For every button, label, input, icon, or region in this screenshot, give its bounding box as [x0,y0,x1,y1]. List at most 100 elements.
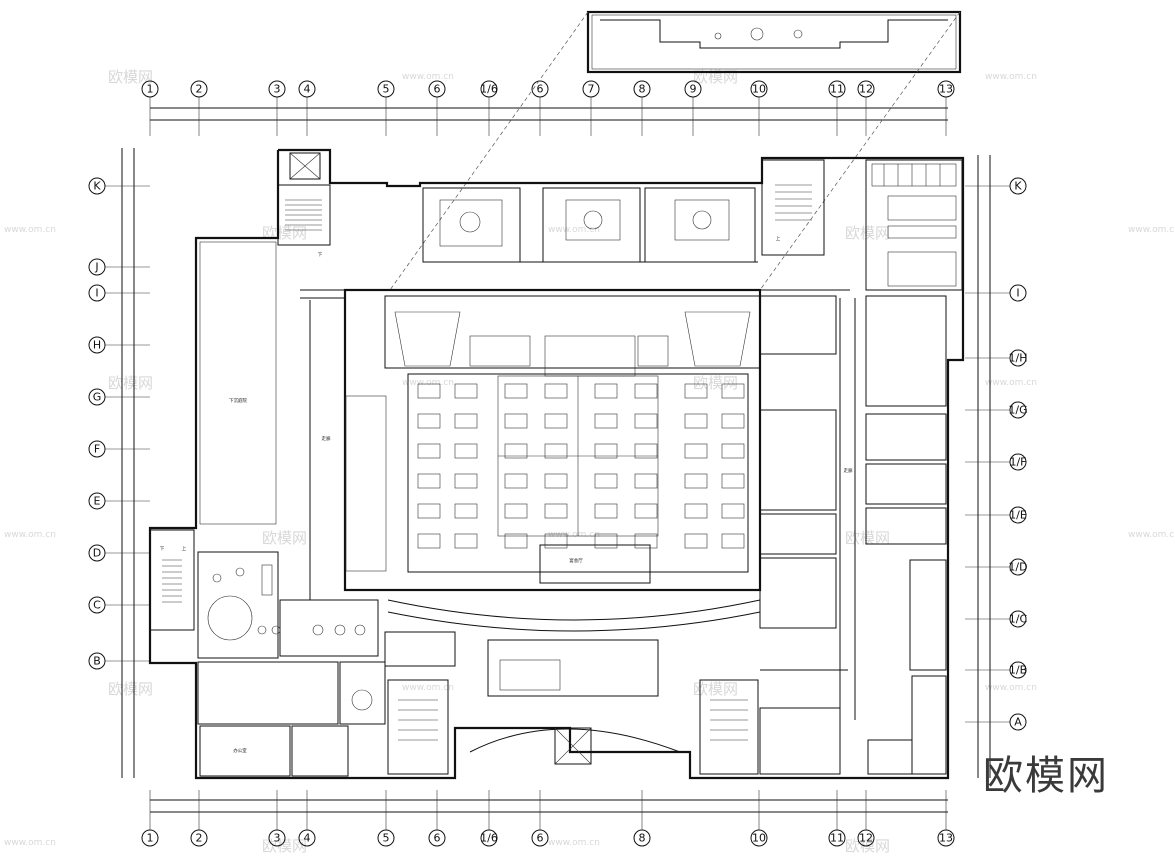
axis-bubble-right: K [1009,177,1027,195]
banquet-table [594,473,618,489]
axis-bubble-top: 6 [428,80,446,98]
axis-bubble-left-label: H [93,339,101,352]
axis-bubble-left-label: D [93,547,101,560]
banquet-table [544,413,568,429]
inset-elevation-detail [389,10,962,291]
axis-bubble-top: 4 [298,80,316,98]
axis-bubble-right: A [1009,713,1027,731]
banquet-table [504,473,528,489]
axis-bubble-left: B [88,652,106,670]
axis-bubble-top: 10 [750,80,768,98]
axis-bubble-top-label: 9 [690,83,697,96]
banquet-table [504,413,528,429]
watermark-brand: 欧模网 [108,374,153,392]
axis-bubble-top: 1/6 [480,80,498,98]
axis-bubble-top-label: 10 [752,83,766,96]
axis-bubble-right-label: A [1014,716,1022,729]
axis-bubble-left-label: F [94,443,100,456]
stair-label-up: 上 [776,235,781,242]
watermark-site: www.om.cn [1128,225,1175,235]
axis-bubble-left: C [88,596,106,614]
stair-left-middle: 下 上 [149,529,195,631]
axis-bubble-bottom-label: 1/6 [480,832,498,845]
axis-bubble-top-label: 1 [147,83,154,96]
watermark-site: www.om.cn [402,72,454,82]
banquet-table [684,383,708,399]
stair-label-down: 下 [318,252,323,258]
axis-bubble-left: K [88,177,106,195]
stair-label-up: 上 [182,545,187,552]
watermark-site: www.om.cn [548,838,600,848]
banquet-table [684,413,708,429]
watermark-brand: 欧模网 [845,224,890,242]
axis-bubble-left: E [88,492,106,510]
axis-bubble-top-label: 3 [274,83,281,96]
axis-bubble-bottom: 10 [750,829,768,847]
axis-bubble-bottom: 1/6 [480,829,498,847]
banquet-table [454,503,478,519]
stair-top-right: 上 [761,159,825,256]
banquet-table [634,473,658,489]
axis-bubble-bottom-label: 10 [752,832,766,845]
banquet-table [504,383,528,399]
axis-bubble-bottom-label: 3 [274,832,281,845]
axis-bubble-top-label: 7 [588,83,595,96]
axis-bubble-top-label: 6 [537,83,544,96]
banquet-table [594,503,618,519]
banquet-table [594,383,618,399]
banquet-table [634,383,658,399]
watermark-brand: 欧模网 [262,529,307,547]
watermark-brand: 欧模网 [693,374,738,392]
axis-bubble-right: 1/D [1008,558,1028,576]
axis-bubble-bottom-label: 2 [196,832,203,845]
corridors: 走廊 走廊 [300,289,856,720]
watermark-site: www.om.cn [985,683,1037,693]
banquet-table [454,443,478,459]
axis-bubble-top-label: 6 [434,83,441,96]
watermark-brand: 欧模网 [262,837,307,855]
axis-bubble-top: 12 [857,80,875,98]
watermark-brand: 欧模网 [845,529,890,547]
axis-bubble-top: 11 [828,80,846,98]
watermark-brand: 欧模网 [262,224,307,242]
axis-bubble-right-label: 1/B [1009,664,1027,677]
axis-bubble-bottom-label: 11 [830,832,844,845]
watermark-site: www.om.cn [4,838,56,848]
watermark-site: www.om.cn [4,225,56,235]
banquet-table [417,413,441,429]
axis-bubble-bottom-label: 6 [434,832,441,845]
banquet-table [684,533,708,549]
axis-bubble-left: H [88,336,106,354]
axis-bubble-left-label: G [93,391,102,404]
axis-bubble-left: J [88,258,106,276]
axis-bubble-left-label: J [94,261,98,274]
axis-bubble-bottom: 12 [857,829,875,847]
watermark-brand: 欧模网 [108,680,153,698]
axis-bubble-left-label: K [93,180,101,193]
watermark-site: www.om.cn [402,683,454,693]
axis-bubble-top: 13 [937,80,955,98]
banquet-table [544,383,568,399]
banquet-table [634,503,658,519]
axis-bubble-top-label: 8 [639,83,646,96]
banquet-table [721,413,745,429]
banquet-table [504,443,528,459]
axis-bubble-right-label: 1/H [1009,352,1028,365]
axis-bubble-right: 1/B [1009,661,1027,679]
room-label-sunken-courtyard: 下沉庭院 [229,397,247,404]
banquet-table [504,503,528,519]
brand-logo: 欧模网 [983,753,1109,799]
banquet-table [417,383,441,399]
axis-bubble-right-label: 1/C [1009,613,1028,626]
room-label-corridor: 走廊 [322,435,331,442]
banquet-table [454,383,478,399]
watermark-layer: 欧模网 www.om.cn 欧模网 www.om.cn www.om.cn 欧模… [4,68,1175,855]
banquet-table [684,473,708,489]
axis-bubble-bottom: 2 [190,829,208,847]
axis-bubble-bottom: 6 [428,829,446,847]
axis-bubble-right-label: 1/E [1009,509,1027,522]
axis-bubble-right: 1/C [1009,610,1028,628]
axis-bubble-bottom: 11 [828,829,846,847]
axis-grid-right: KI1/H1/G1/F1/E1/D1/C1/BA [965,177,1028,731]
